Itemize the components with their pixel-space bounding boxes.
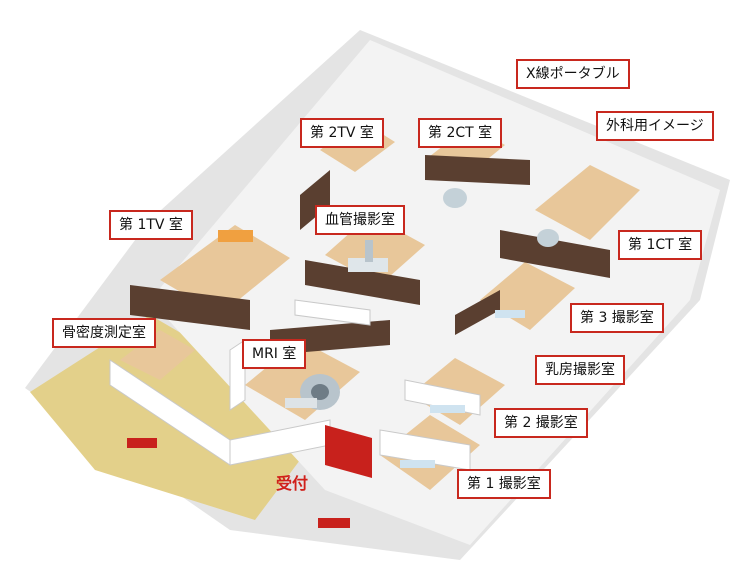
label-mri-room: MRI 室 xyxy=(242,339,307,369)
label-radiography-1: 第 1 撮影室 xyxy=(457,469,551,499)
label-radiography-3: 第 3 撮影室 xyxy=(570,303,664,333)
console-table xyxy=(218,230,253,242)
reception-doorway xyxy=(325,425,372,478)
red-sofas xyxy=(127,438,350,528)
xray-tables xyxy=(400,310,525,468)
label-1tv-room: 第 1TV 室 xyxy=(109,210,193,240)
label-surgical-image: 外科用イメージ xyxy=(596,111,714,141)
label-radiography-2: 第 2 撮影室 xyxy=(494,408,588,438)
ct-scanners xyxy=(443,188,559,247)
label-2ct-room: 第 2CT 室 xyxy=(418,118,503,148)
reception-label: 受付 xyxy=(276,474,309,493)
label-2tv-room: 第 2TV 室 xyxy=(300,118,384,148)
label-mammography-room: 乳房撮影室 xyxy=(535,355,625,385)
label-xray-portable: X線ポータブル xyxy=(516,59,630,89)
angio-equipment xyxy=(348,240,388,272)
mri-scanner xyxy=(285,374,340,410)
label-1ct-room: 第 1CT 室 xyxy=(618,230,703,260)
label-bone-density-room: 骨密度測定室 xyxy=(52,318,156,348)
label-angio-room: 血管撮影室 xyxy=(315,205,405,235)
